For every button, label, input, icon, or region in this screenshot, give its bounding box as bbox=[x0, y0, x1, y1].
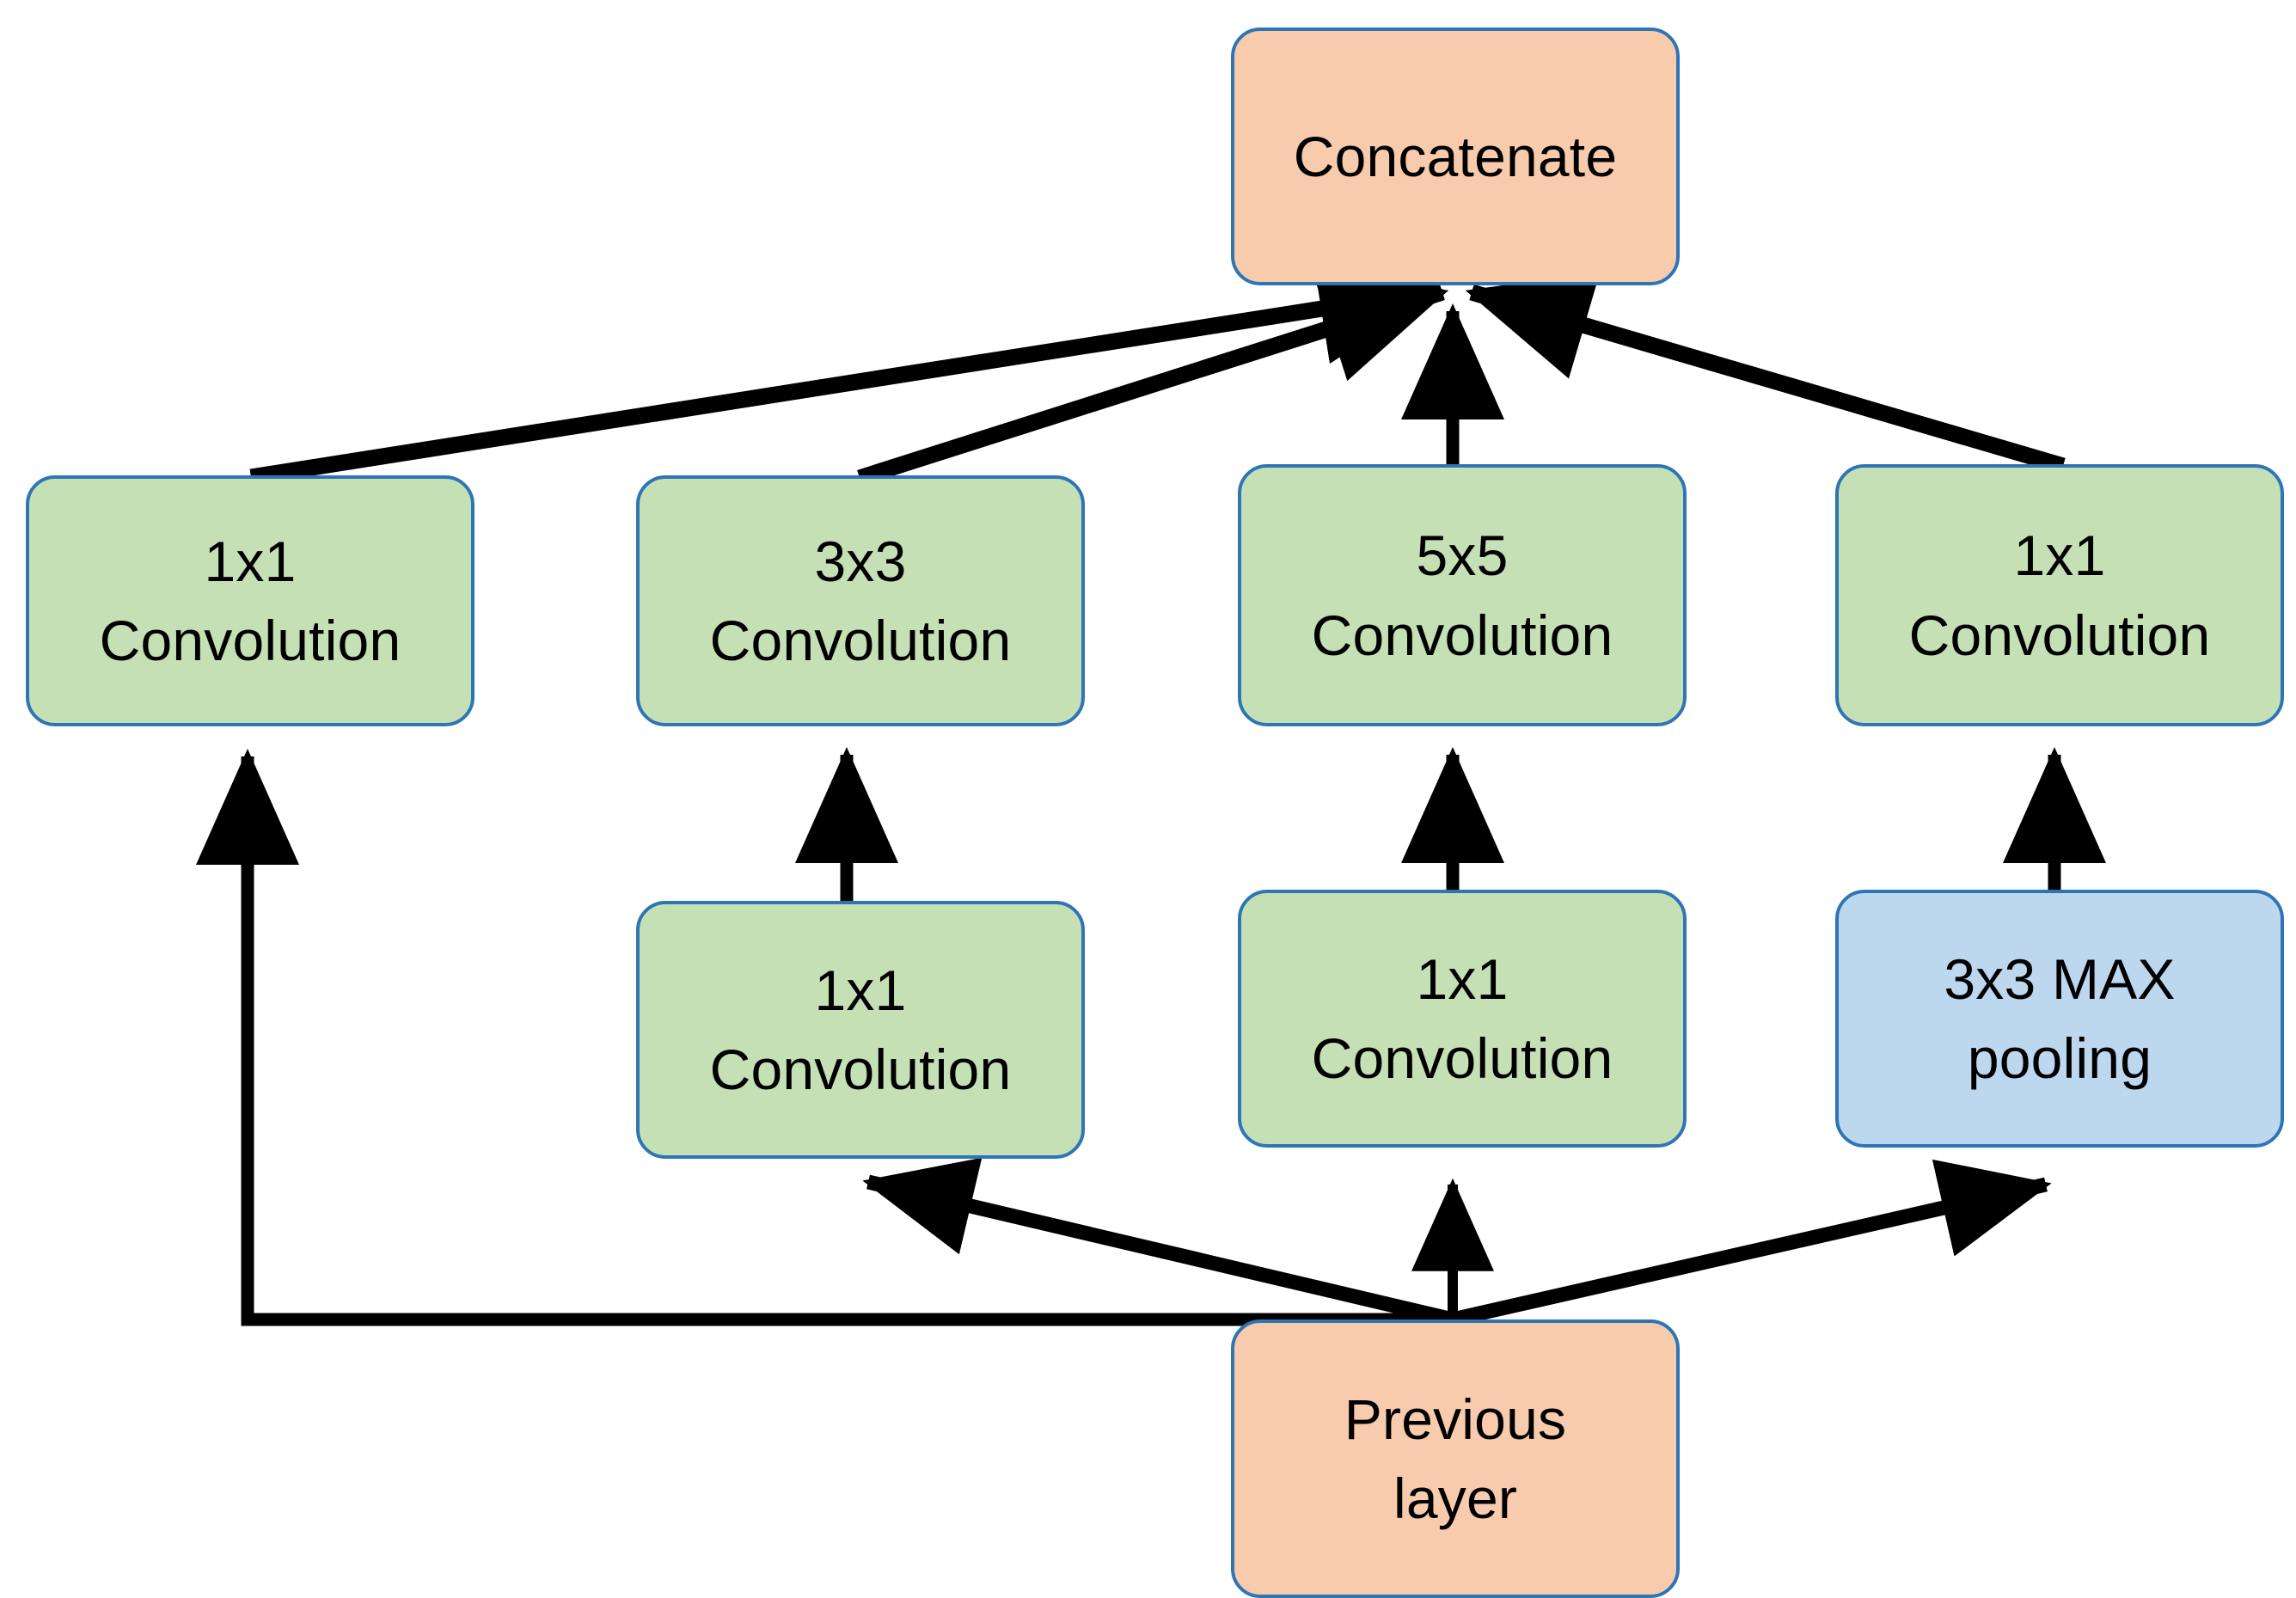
node-conv1x1-reduce-3x3-label-op: Convolution bbox=[709, 1038, 1012, 1101]
edge-prev-to-reduce3x3 bbox=[862, 1157, 1454, 1327]
node-conv1x1-reduce-3x3[interactable]: 1x1 Convolution bbox=[636, 901, 1085, 1159]
node-concatenate[interactable]: Concatenate bbox=[1231, 28, 1680, 285]
edge-conv3x3-to-concat bbox=[857, 274, 1449, 487]
node-maxpool3x3-label-kernel: 3x3 MAX bbox=[1944, 946, 2176, 1011]
node-conv1x1-a[interactable]: 1x1 Convolution bbox=[26, 475, 475, 726]
node-previous-layer[interactable]: Previous layer bbox=[1231, 1319, 1680, 1598]
node-conv5x5-label-kernel: 5x5 bbox=[1416, 523, 1509, 588]
node-maxpool3x3[interactable]: 3x3 MAX pooling bbox=[1835, 890, 2284, 1148]
node-conv1x1-reduce-5x5[interactable]: 1x1 Convolution bbox=[1238, 890, 1687, 1148]
node-conv1x1-d[interactable]: 1x1 Convolution bbox=[1835, 464, 2284, 726]
node-previous-layer-label-line2: layer bbox=[1393, 1466, 1518, 1530]
node-conv5x5[interactable]: 5x5 Convolution bbox=[1238, 464, 1687, 726]
node-conv1x1-reduce-5x5-label-op: Convolution bbox=[1311, 1026, 1613, 1090]
node-conv1x1-a-label-kernel: 1x1 bbox=[204, 529, 297, 593]
edge-prev-to-maxpool bbox=[1451, 1159, 2052, 1327]
node-conv1x1-a-label-op: Convolution bbox=[99, 609, 401, 672]
node-conv3x3-label-op: Convolution bbox=[709, 609, 1012, 672]
node-conv1x1-d-label-op: Convolution bbox=[1908, 603, 2211, 667]
node-conv3x3-label-kernel: 3x3 bbox=[814, 529, 907, 593]
node-previous-layer-label-line1: Previous bbox=[1344, 1387, 1567, 1451]
node-maxpool3x3-label-op: pooling bbox=[1967, 1026, 2152, 1090]
node-conv3x3[interactable]: 3x3 Convolution bbox=[636, 475, 1085, 726]
edge-conv1x1d-to-concat bbox=[1465, 272, 2066, 475]
node-conv5x5-label-op: Convolution bbox=[1311, 603, 1613, 667]
node-conv1x1-reduce-3x3-label-kernel: 1x1 bbox=[814, 958, 907, 1022]
node-concatenate-label: Concatenate bbox=[1293, 124, 1618, 188]
edge-conv1x1a-to-concat bbox=[249, 254, 1444, 486]
node-conv1x1-d-label-kernel: 1x1 bbox=[2013, 523, 2106, 588]
node-conv1x1-reduce-5x5-label-kernel: 1x1 bbox=[1416, 946, 1509, 1011]
